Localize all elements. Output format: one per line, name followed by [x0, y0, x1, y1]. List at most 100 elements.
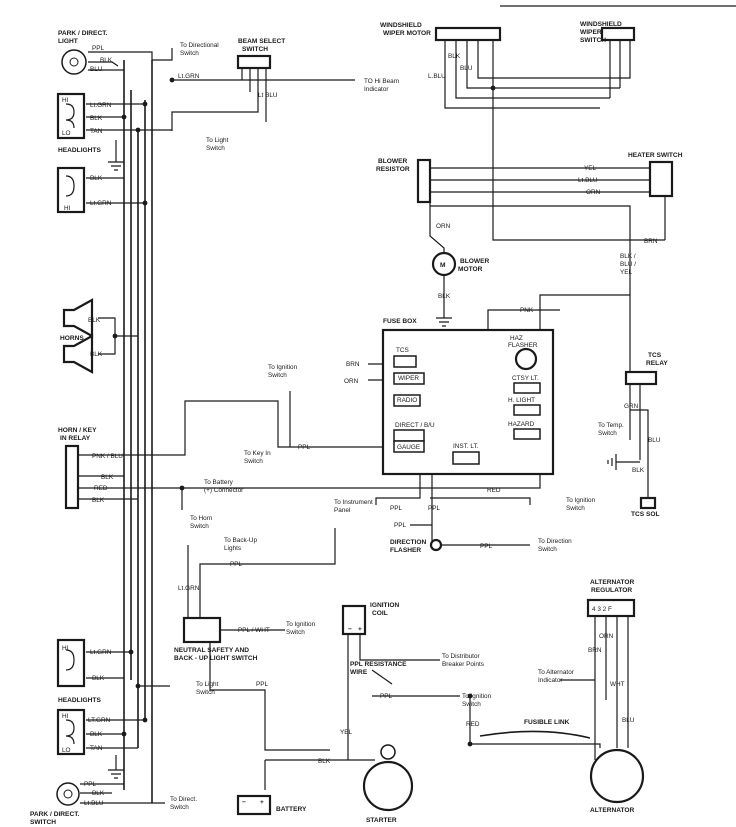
alternator-icon	[589, 748, 645, 804]
label-horn-key-relay: HORN / KEY	[58, 427, 97, 434]
label-fuse-box: FUSE BOX	[383, 318, 417, 325]
junction-dots	[112, 77, 496, 747]
annotation-to-temp-switch: To Temp.	[598, 422, 624, 429]
annotation-to-alternator-indicator: To Alternator	[538, 669, 575, 676]
ground-icon	[607, 454, 617, 470]
horn-icon	[62, 334, 94, 374]
annotation-to-back-up-lights: To Back-Up	[224, 537, 257, 544]
battery-box	[236, 794, 272, 816]
annotation-to-hi-beam: TO Hi Beam	[364, 78, 399, 85]
annotation-to-instrument-panel: To Instrument	[334, 499, 373, 506]
wire-label: PPL	[390, 505, 403, 512]
label-ignition-coil: IGNITION	[370, 602, 400, 609]
wire-label: YEL	[620, 269, 633, 276]
tcs-relay-box	[624, 370, 658, 386]
battery: − + BATTERY	[236, 794, 307, 816]
annotation-to-ignition-switch-2: Switch	[462, 701, 481, 708]
annotation-to-directional-switch: To Directional	[180, 42, 219, 49]
fuse-box: FUSE BOX TCS WIPER RADIO DIRECT / B/U GA…	[381, 318, 555, 476]
blower-motor: M BLOWER MOTOR	[431, 251, 490, 327]
label-fuse-gauge: GAUGE	[397, 444, 420, 451]
direction-flasher: DIRECTION FLASHER	[390, 538, 443, 554]
wire-wiper-1	[444, 40, 600, 109]
annotation-to-hi-beam-2: Indicator	[364, 86, 389, 93]
annotation-to-direction-switch-2: Switch	[538, 546, 557, 553]
wire-label: PPL	[230, 561, 243, 568]
ground-icon	[108, 769, 124, 779]
label-blower-resistor: BLOWER	[378, 158, 408, 165]
label-hazard: HAZARD	[508, 421, 535, 428]
park-direct-switch-bottom: PARK / DIRECT. SWITCH	[30, 782, 80, 826]
wire-label: PPL	[480, 543, 493, 550]
junction-dot	[135, 683, 141, 689]
junction-dot	[179, 485, 185, 491]
alternator: ALTERNATOR	[589, 748, 645, 814]
annotation-to-battery: To Battery	[204, 479, 234, 486]
label-h-light: H. LIGHT	[508, 397, 535, 404]
horn-key-relay: HORN / KEY IN RELAY	[58, 427, 97, 510]
wire-label: RED	[466, 721, 480, 728]
label-haz-flasher: HAZ	[510, 335, 523, 342]
label-battery: BATTERY	[276, 806, 307, 813]
fuse-inst-lt	[452, 451, 480, 465]
label-ignition-coil-2: COIL	[372, 610, 388, 617]
annotation-to-ignition-switch: To Ignition	[268, 364, 298, 371]
label-ctsy-lt: CTSY LT.	[512, 375, 539, 382]
label-coil-plus: +	[358, 626, 362, 633]
wire-ign-right	[430, 497, 531, 505]
wire-label: BLK	[438, 293, 451, 300]
label-heater-switch: HEATER SWITCH	[628, 152, 683, 159]
wire-orn-blower	[429, 200, 445, 252]
windshield-wiper-motor: WINDSHIELD WIPER MOTOR	[380, 22, 502, 42]
label-park-direct-switch-2: SWITCH	[30, 819, 56, 826]
wiper-motor-box	[434, 26, 502, 42]
fuse-hazard	[513, 428, 541, 440]
wire-label: RED	[487, 487, 501, 494]
fuse-radio	[393, 394, 421, 407]
fuse-gauge	[393, 440, 425, 453]
annotation-to-alternator-indicator-2: Indicator	[538, 677, 563, 684]
blower-resistor: BLOWER RESISTOR	[376, 158, 432, 204]
label-battery-plus: +	[260, 799, 264, 806]
label-hi: HI	[62, 97, 69, 104]
label-headlights-bottom: HEADLIGHTS	[58, 697, 101, 704]
headlight-box-top	[56, 92, 86, 140]
label-lo: LO	[62, 130, 71, 137]
wire-label: Lt.BLU	[84, 800, 104, 807]
fuse-h-light	[513, 404, 541, 416]
annotation-to-ignition-switch: To Ignition	[286, 621, 316, 628]
neutral-safety-switch: NEUTRAL SAFETY AND BACK - UP LIGHT SWITC…	[174, 616, 258, 662]
tcs-solenoid: TCS SOL	[631, 496, 660, 518]
wire-wiper-ltblu-run	[492, 88, 665, 241]
fuse-direct-bu	[393, 429, 425, 442]
label-horns: HORNS	[60, 335, 84, 342]
wire-label: BLK	[101, 474, 114, 481]
wire-label: Lt.GRN	[90, 102, 112, 109]
annotation-to-instrument-panel-2: Panel	[334, 507, 350, 514]
annotation-to-ignition-switch-2: Switch	[286, 629, 305, 636]
annotation-to-direct-switch-2: Switch	[170, 804, 189, 811]
junction-dot	[128, 649, 134, 655]
label-wiper-switch: WINDSHIELD	[580, 21, 622, 28]
headlight-coil-icon	[65, 649, 75, 671]
label-wiper-motor-2: WIPER MOTOR	[383, 30, 431, 37]
label-neutral-safety: NEUTRAL SAFETY AND	[174, 647, 249, 654]
label-alternator-regulator-2: REGULATOR	[591, 587, 632, 594]
label-direction-flasher: DIRECTION	[390, 539, 427, 546]
wire-wiper-3	[466, 40, 620, 89]
label-tcs-relay-2: RELAY	[646, 360, 668, 367]
starter: STARTER	[362, 744, 414, 824]
wire-label: BLK	[92, 497, 105, 504]
starter-solenoid-icon	[380, 744, 396, 760]
headlight-box-bottom	[56, 638, 86, 688]
wire-label: PPL	[256, 681, 269, 688]
neutral-safety-box	[182, 616, 222, 644]
label-wiper-motor: WINDSHIELD	[380, 22, 422, 29]
alternator-regulator: 4 3 2 F ALTERNATOR REGULATOR	[586, 579, 636, 618]
wire-label: PPL	[394, 522, 407, 529]
wire-ppl-top	[88, 48, 173, 61]
junction-dot	[142, 717, 148, 723]
wire-label: TAN	[90, 128, 103, 135]
horns: HORNS	[60, 298, 94, 374]
wire-label: Lt BLU	[258, 92, 278, 99]
